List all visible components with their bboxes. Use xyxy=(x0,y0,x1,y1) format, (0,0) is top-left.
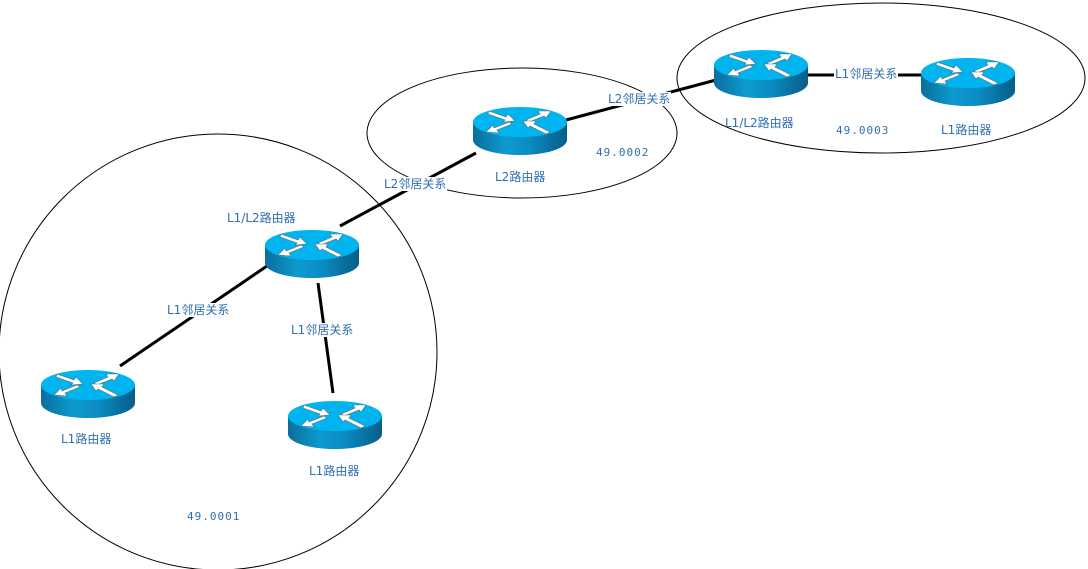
link-label-l2-right: L2邻居关系 xyxy=(607,92,672,106)
router-label-l1-bottom-left: L1路由器 xyxy=(61,432,112,446)
router-icon[interactable] xyxy=(264,229,360,279)
link-label-l2-left: L2邻居关系 xyxy=(383,177,448,191)
router-label-l2: L2路由器 xyxy=(495,170,546,184)
router-label-l1l2-right: L1/L2路由器 xyxy=(725,116,794,130)
area-boundary-49-0003 xyxy=(676,2,1086,154)
area-boundary-49-0002 xyxy=(366,67,678,199)
router-label-l1-bottom-right: L1路由器 xyxy=(309,464,360,478)
area-label-49-0003: 49.0003 xyxy=(836,124,890,137)
area-boundary-49-0001 xyxy=(0,133,438,569)
link-label-l1-right: L1邻居关系 xyxy=(834,67,899,81)
router-label-l1-right: L1路由器 xyxy=(941,123,992,137)
link-label-l1-bottom-left: L1邻居关系 xyxy=(166,303,231,317)
router-label-l1l2-left: L1/L2路由器 xyxy=(227,211,296,225)
router-icon[interactable] xyxy=(40,369,136,419)
area-label-49-0001: 49.0001 xyxy=(187,510,241,523)
router-icon[interactable] xyxy=(287,400,383,450)
router-icon[interactable] xyxy=(713,49,809,99)
area-label-49-0002: 49.0002 xyxy=(596,146,650,159)
router-icon[interactable] xyxy=(920,57,1016,107)
link-l1-bottom-right xyxy=(316,282,335,394)
router-icon[interactable] xyxy=(472,106,568,156)
link-label-l1-bottom-right: L1邻居关系 xyxy=(290,323,355,337)
